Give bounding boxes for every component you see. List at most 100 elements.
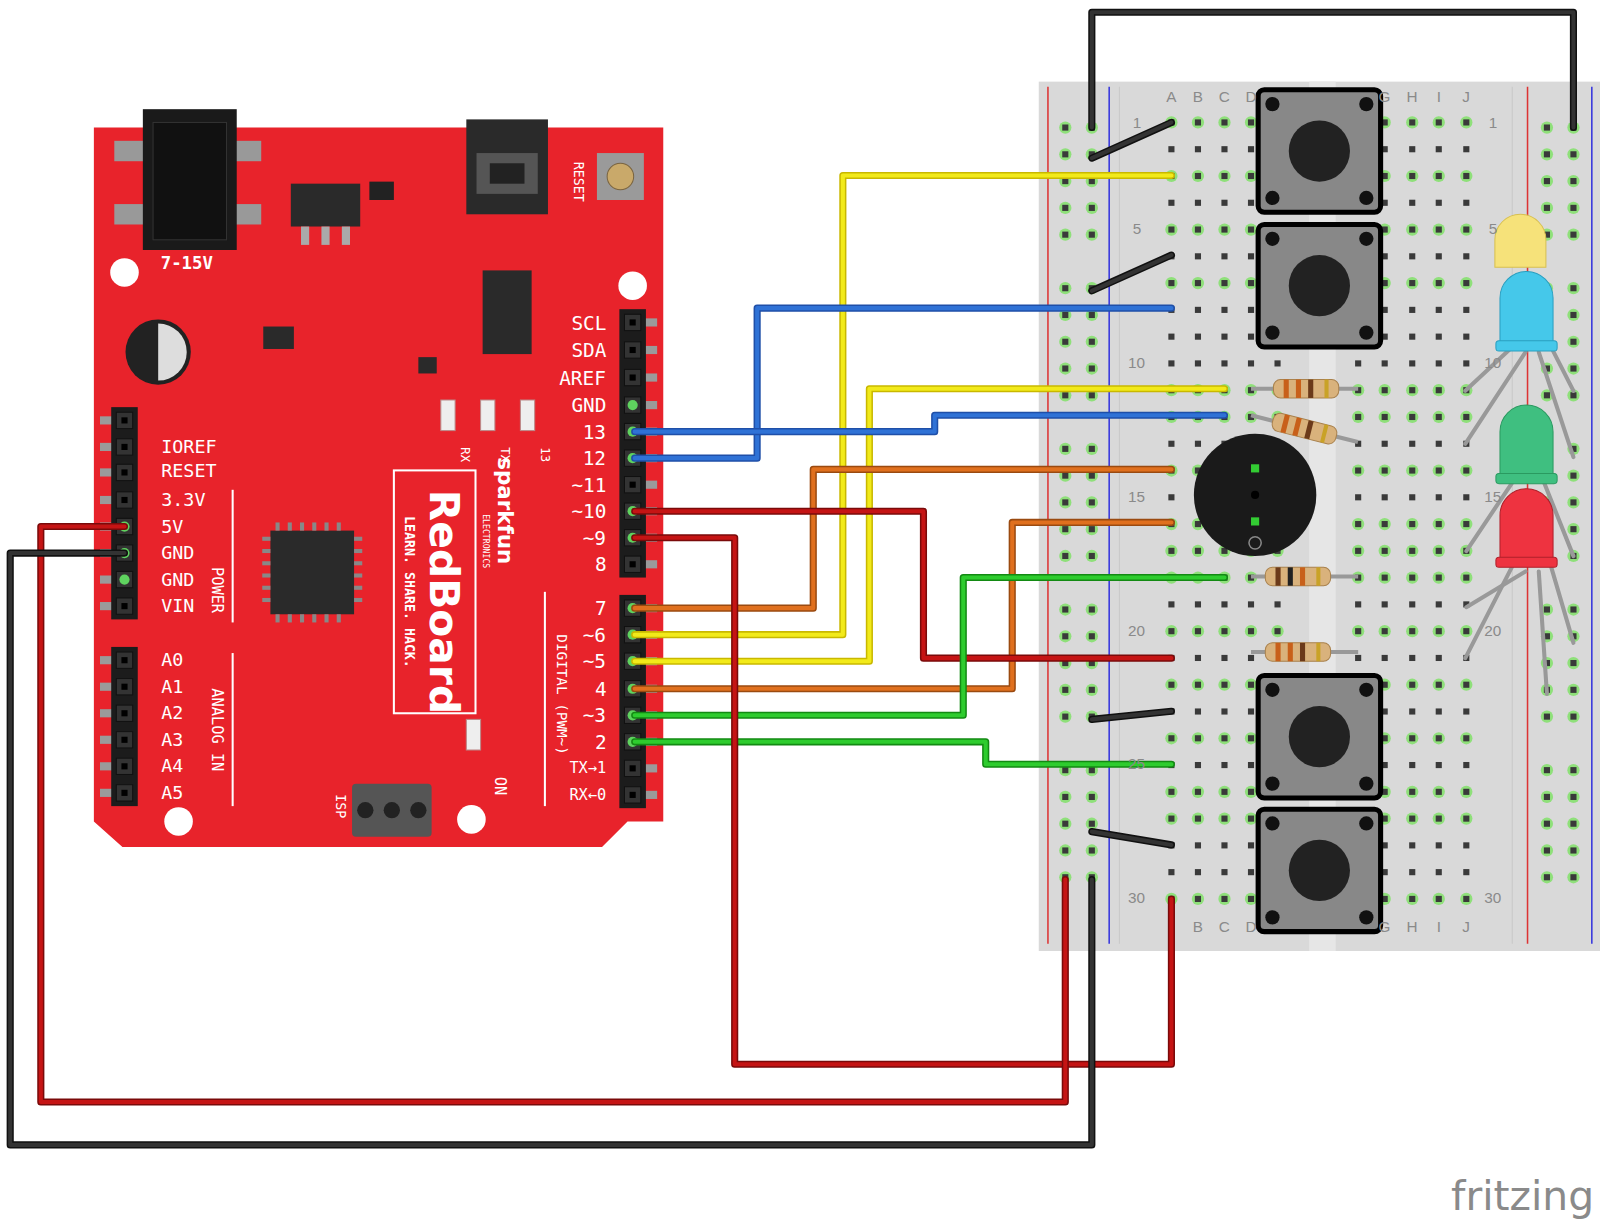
pin-tab (645, 791, 657, 799)
breadboard-hole (1570, 767, 1576, 773)
breadboard-hole (1570, 339, 1576, 345)
breadboard-hole (1436, 200, 1442, 206)
breadboard-hole (1165, 223, 1177, 235)
push-button (1265, 326, 1279, 340)
breadboard-hole (1463, 253, 1469, 259)
breadboard-hole (1086, 443, 1098, 455)
breadboard-hole (1541, 202, 1553, 214)
breadboard-hole (1192, 223, 1204, 235)
breadboard-hole (1544, 767, 1550, 773)
breadboard-hole (1567, 844, 1579, 856)
breadboard-hole (1382, 628, 1388, 634)
breadboard-hole (1195, 226, 1201, 232)
breadboard-hole (1463, 682, 1469, 688)
pin-label: ~10 (571, 501, 606, 522)
breadboard-hole (1218, 277, 1230, 289)
pin-label: RX←0 (569, 786, 606, 803)
breadboard-hole (1406, 732, 1418, 744)
breadboard-hole (1409, 119, 1415, 125)
pin-label: A1 (161, 677, 183, 697)
breadboard-hole (1168, 360, 1174, 366)
breadboard-hole (1248, 655, 1254, 661)
breadboard-hole (1570, 232, 1576, 238)
led-label: RX (458, 447, 471, 462)
breadboard-hole (1168, 280, 1174, 286)
breadboard-hole (1195, 816, 1201, 822)
redboard (384, 802, 400, 818)
jumper-wire (10, 12, 1573, 1145)
pin-header (111, 407, 138, 619)
pin-socket (624, 397, 640, 413)
breadboard-hole (1460, 277, 1472, 289)
breadboard-hole (1544, 124, 1550, 130)
pin-label: A3 (161, 730, 183, 750)
breadboard-hole (1409, 200, 1415, 206)
breadboard-hole (1567, 764, 1579, 776)
breadboard-hole (1570, 687, 1576, 693)
push-button (1289, 255, 1350, 316)
breadboard-hole (1089, 365, 1095, 371)
pin-socket (116, 571, 132, 587)
breadboard-hole (1463, 628, 1469, 634)
pin-hole (121, 657, 127, 663)
pin-socket (624, 477, 640, 493)
jumper-wire (635, 176, 1172, 635)
breadboard-hole (1406, 277, 1418, 289)
breadboard-hole (1433, 732, 1445, 744)
breadboard-hole (1192, 893, 1204, 905)
breadboard-hole (1059, 550, 1071, 562)
pin-hole (630, 765, 636, 771)
buzzer (1251, 491, 1259, 499)
breadboard-hole (1059, 202, 1071, 214)
pin-label: ~6 (583, 624, 606, 645)
breadboard-hole (1436, 146, 1442, 152)
redboard (357, 802, 373, 818)
push-button (1289, 706, 1350, 767)
buzzer (1194, 434, 1316, 556)
breadboard-hole (1409, 816, 1415, 822)
breadboard-hole (1409, 494, 1415, 500)
breadboard-hole (1409, 441, 1415, 447)
header-title: DIGITAL (PWM~) (553, 634, 569, 754)
breadboard-hole (1062, 446, 1068, 452)
breadboard-hole (1436, 441, 1442, 447)
breadboard-hole (1436, 655, 1442, 661)
led (1500, 405, 1553, 479)
breadboard-hole (1218, 170, 1230, 182)
breadboard-hole (1086, 603, 1098, 615)
breadboard-hole (1406, 116, 1418, 128)
jumper-wire (1092, 832, 1172, 845)
jumper-wire (635, 415, 1225, 431)
breadboard-hole (1570, 794, 1576, 800)
pin-tab (100, 496, 112, 504)
breadboard-hole (1059, 229, 1071, 241)
breadboard-hole (1352, 625, 1364, 637)
breadboard-hole (1271, 625, 1283, 637)
row-number: 15 (1128, 489, 1145, 506)
pin-hole (121, 790, 127, 796)
breadboard-hole (1059, 443, 1071, 455)
breadboard-hole (1436, 735, 1442, 741)
breadboard-hole (1433, 464, 1445, 476)
redboard (164, 807, 193, 836)
breadboard-hole (1544, 874, 1550, 880)
breadboard-hole (1460, 893, 1472, 905)
breadboard-hole (1168, 334, 1174, 340)
breadboard-hole (1436, 842, 1442, 848)
breadboard-hole (1436, 575, 1442, 581)
breadboard-hole (1062, 124, 1068, 130)
breadboard-hole (1089, 339, 1095, 345)
breadboard-hole (1221, 200, 1227, 206)
breadboard-hole (1436, 682, 1442, 688)
redboard (466, 119, 548, 214)
push-button (1258, 224, 1380, 346)
pin-label: ~11 (571, 474, 606, 495)
breadboard-hole (1436, 119, 1442, 125)
jumper-wire (635, 742, 1172, 764)
breadboard-hole (1195, 869, 1201, 875)
push-button (1265, 97, 1279, 111)
pin-label: 8 (595, 554, 607, 575)
push-button (1265, 683, 1279, 697)
breadboard-hole (1195, 200, 1201, 206)
push-button (1265, 777, 1279, 791)
